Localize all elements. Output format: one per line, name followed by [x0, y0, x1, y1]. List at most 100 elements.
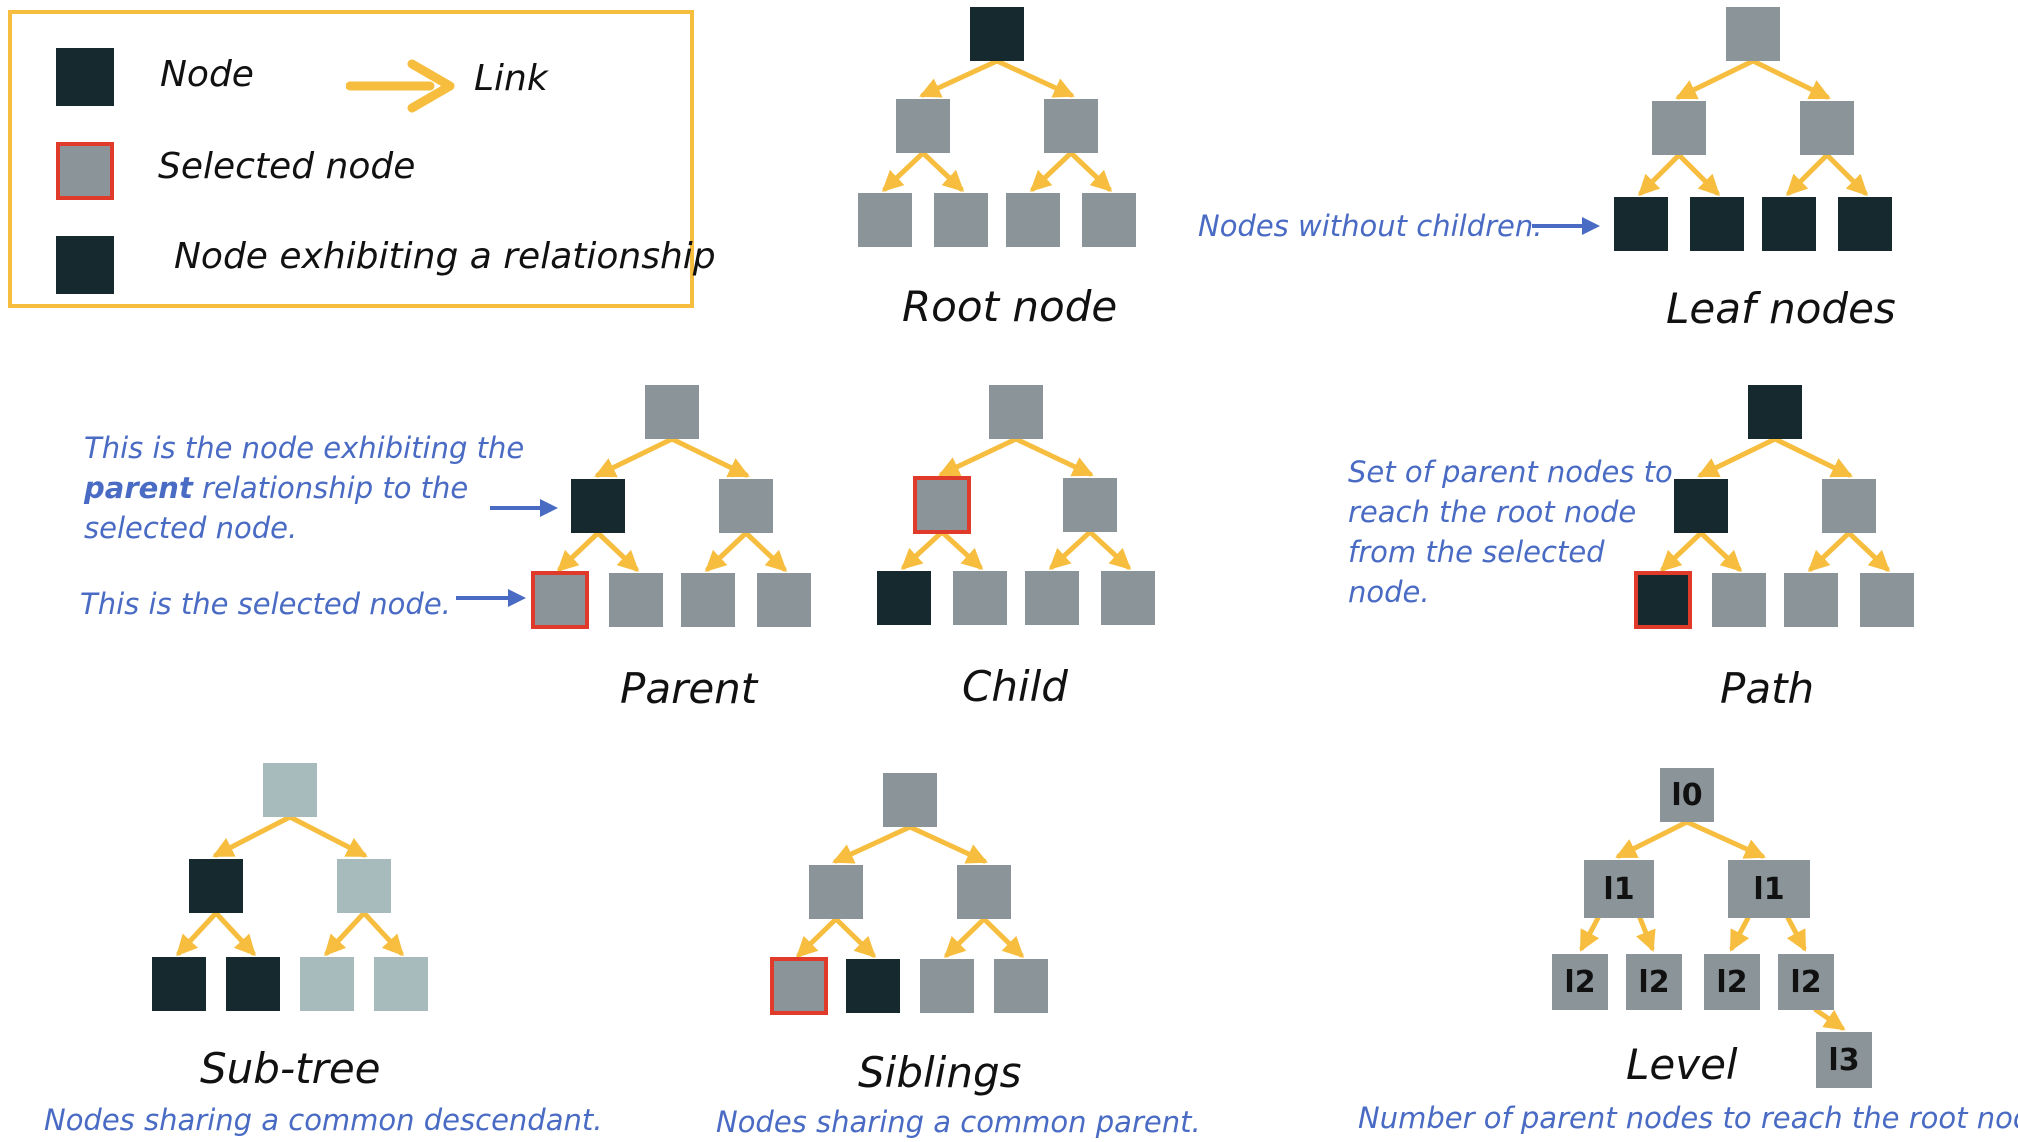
level-label-l1-left: l1 — [1603, 871, 1635, 907]
leaf-tree-node-l0 — [1614, 197, 1668, 251]
siblings-tree-node-l2 — [920, 959, 974, 1013]
leaf-tree-node-l3 — [1838, 197, 1892, 251]
level-tree-node-l0 — [1660, 768, 1714, 822]
level-label-l2-3: l2 — [1716, 964, 1748, 1000]
child-tree-link-m1-l3 — [1087, 529, 1132, 570]
root-tree-node-l1 — [934, 193, 988, 247]
child-tree-node-l1 — [953, 571, 1007, 625]
level-label-l1-right: l1 — [1753, 871, 1785, 907]
level-label-l2-2: l2 — [1638, 964, 1670, 1000]
path-tree-node-l0 — [1634, 571, 1692, 629]
legend-link-label: Link — [474, 58, 548, 99]
leaf-tree-link-m0-l1 — [1676, 152, 1720, 196]
siblings-tree-link-root-m1 — [907, 824, 988, 864]
path-tree-node-l1 — [1712, 573, 1766, 627]
siblings-title: Siblings — [858, 1048, 1022, 1097]
child-tree-link-m0-l0 — [900, 529, 945, 570]
legend-node-label: Node — [160, 54, 254, 95]
parent-tree-node-l2 — [681, 573, 735, 627]
root-tree-link-m1-l2 — [1029, 150, 1074, 192]
siblings-tree-node-l3 — [994, 959, 1048, 1013]
leaf-tree-node-l1 — [1690, 197, 1744, 251]
leaf-tree-link-m1-l2 — [1786, 152, 1830, 196]
leaf-tree-node-m1 — [1800, 101, 1854, 155]
parent-pointer-arrow-head — [540, 499, 558, 517]
selected-node-caption: This is the selected node. — [80, 587, 451, 621]
level-tree-node-l2-4 — [1778, 954, 1834, 1010]
leaf-tree-link-root-m0 — [1675, 58, 1756, 100]
subtree-tree-node-l3 — [374, 957, 428, 1011]
level-caption: Number of parent nodes to reach the root… — [1358, 1101, 2018, 1135]
path-tree-node-root — [1748, 385, 1802, 439]
leaf-tree-link-m1-l3 — [1824, 152, 1868, 196]
leaf-caption: Nodes without children. — [1198, 209, 1543, 243]
subtree-tree-node-l1 — [226, 957, 280, 1011]
siblings-tree-node-l0 — [770, 957, 828, 1015]
path-caption-line-1: Set of parent nodes to — [1348, 455, 1673, 489]
siblings-tree-link-m0-l1 — [833, 916, 877, 958]
leaf-pointer-arrow-head — [1582, 217, 1600, 235]
level-label-l2-1: l2 — [1564, 964, 1596, 1000]
path-tree-node-m0 — [1674, 479, 1728, 533]
child-tree-node-l3 — [1101, 571, 1155, 625]
child-title: Child — [962, 662, 1068, 711]
root-tree-node-root — [970, 7, 1024, 61]
child-tree-link-root-m0 — [938, 436, 1019, 477]
subtree-tree-link-root-m1 — [287, 814, 368, 858]
siblings-tree-link-m0-l0 — [795, 916, 839, 958]
root-tree-node-l3 — [1082, 193, 1136, 247]
parent-tree-link-m0-l0 — [556, 530, 601, 572]
subtree-tree-node-l0 — [152, 957, 206, 1011]
path-tree-node-m1 — [1822, 479, 1876, 533]
root-tree-link-root-m0 — [919, 58, 1000, 98]
parent-tree-node-l3 — [757, 573, 811, 627]
parent-tree-node-l1 — [609, 573, 663, 627]
leaf-tree-node-l2 — [1762, 197, 1816, 251]
parent-tree-link-m1-l2 — [704, 530, 749, 572]
subtree-tree-node-m1 — [337, 859, 391, 913]
level-tree-link-m0-l1 — [1636, 915, 1656, 952]
level-label-l2-4: l2 — [1790, 964, 1822, 1000]
child-tree-node-l0 — [877, 571, 931, 625]
siblings-tree-link-root-m0 — [832, 824, 913, 864]
child-tree-link-m1-l2 — [1048, 529, 1093, 570]
subtree-tree-link-m0-l1 — [213, 910, 256, 957]
legend-link-arrow-icon — [346, 59, 455, 113]
path-tree-node-l2 — [1784, 573, 1838, 627]
legend-relationship-label: Node exhibiting a relationship — [174, 236, 716, 277]
legend-node-swatch — [56, 48, 114, 106]
level-tree-link-m0-l0 — [1579, 915, 1601, 952]
root-tree-node-m0 — [896, 99, 950, 153]
links-layer — [176, 58, 1891, 1031]
path-tree-link-m0-l1 — [1698, 530, 1743, 572]
parent-title: Parent — [620, 664, 758, 713]
subtree-tree-link-m0-l0 — [176, 910, 219, 957]
siblings-tree-link-m1-l2 — [943, 916, 987, 958]
root-tree-node-l0 — [858, 193, 912, 247]
path-tree-link-m0-l0 — [1659, 530, 1704, 572]
siblings-tree-node-m0 — [809, 865, 863, 919]
siblings-tree-link-m1-l3 — [981, 916, 1025, 958]
parent-tree-node-m1 — [719, 479, 773, 533]
parent-caption-mid: relationship to the — [202, 471, 469, 505]
parent-tree-link-m0-l1 — [595, 530, 640, 572]
child-tree-link-root-m1 — [1013, 436, 1094, 477]
parent-caption: This is the node exhibiting the parent r… — [84, 428, 524, 548]
level-tree-link-root-m0 — [1615, 819, 1690, 859]
root-tree-node-m1 — [1044, 99, 1098, 153]
parent-tree-node-l0 — [531, 571, 589, 629]
parent-caption-bold: parent — [84, 471, 193, 505]
subtree-tree-node-root — [263, 763, 317, 817]
root-tree-node-l2 — [1006, 193, 1060, 247]
level-tree-node-l2-3 — [1704, 954, 1760, 1010]
subtree-tree-node-l2 — [300, 957, 354, 1011]
leaf-title: Leaf nodes — [1666, 284, 1896, 333]
child-tree-node-m1 — [1063, 478, 1117, 532]
legend-relationship-swatch — [56, 236, 114, 294]
parent-tree-node-m0 — [571, 479, 625, 533]
root-tree-link-m0-l1 — [920, 150, 965, 192]
path-caption: Set of parent nodes to reach the root no… — [1348, 452, 1673, 612]
level-tree-node-l2-2 — [1626, 954, 1682, 1010]
